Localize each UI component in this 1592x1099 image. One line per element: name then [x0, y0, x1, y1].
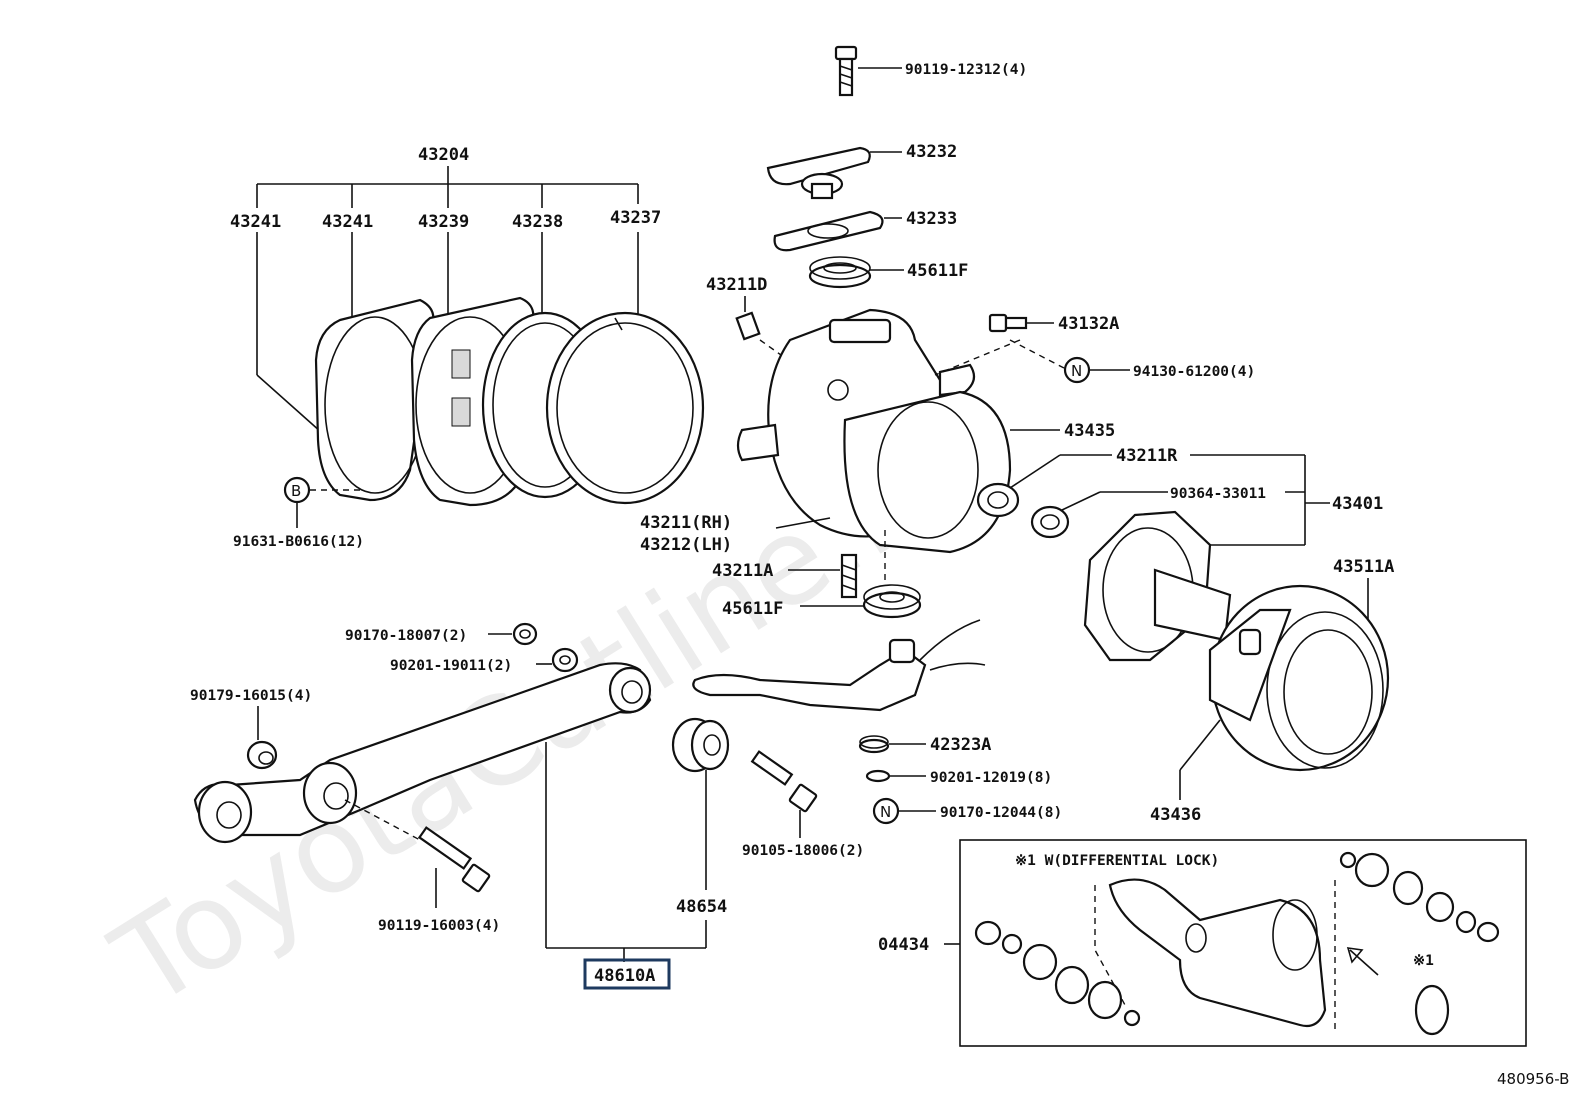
selected-part-highlight	[583, 958, 671, 990]
cap-43232-icon	[766, 146, 871, 200]
label-43435[interactable]: 43435	[1064, 421, 1115, 441]
gasket-43233-icon	[773, 210, 884, 252]
bolt-90119-12312-icon	[834, 45, 858, 97]
label-43211D[interactable]: 43211D	[706, 275, 767, 295]
label-43211R[interactable]: 43211R	[1116, 446, 1178, 466]
label-45611F-bottom[interactable]: 45611F	[722, 599, 783, 619]
label-43212-lh[interactable]: 43212(LH)	[640, 535, 732, 555]
label-43211A[interactable]: 43211A	[712, 561, 773, 581]
marker-b-icon	[283, 476, 311, 504]
label-94130-61200[interactable]: 94130-61200(4)	[1133, 364, 1255, 380]
spindle-43401-icon	[1083, 510, 1232, 662]
hub-43511A-icon	[1208, 584, 1390, 772]
bushing-90179-16015-icon	[246, 740, 278, 770]
label-90201-12019[interactable]: 90201-12019(8)	[930, 770, 1052, 786]
marker-n1-icon	[1063, 356, 1091, 384]
label-43241-a[interactable]: 43241	[230, 212, 281, 232]
label-90119-12312[interactable]: 90119-12312(4)	[905, 62, 1027, 78]
marker-n2-icon	[872, 797, 900, 825]
label-43211-rh[interactable]: 43211(RH)	[640, 513, 732, 533]
label-90179-16015[interactable]: 90179-16015(4)	[190, 688, 312, 704]
inset-seal-rings-left-icon	[974, 920, 1141, 1027]
marker-b-text: B	[291, 482, 301, 500]
washer-90201-19011-icon	[551, 647, 579, 673]
label-43241-b[interactable]: 43241	[322, 212, 373, 232]
nut-90170-18007-icon	[512, 622, 538, 646]
steering-arm-icon	[692, 619, 986, 712]
label-90119-16003[interactable]: 90119-16003(4)	[378, 918, 500, 934]
label-91631-B0616[interactable]: 91631-B0616(12)	[233, 534, 364, 550]
inset-title: ※1 W(DIFFERENTIAL LOCK)	[1015, 853, 1219, 869]
bolt-90119-16003-icon	[417, 826, 491, 893]
label-43232[interactable]: 43232	[906, 142, 957, 162]
lateral-rod-48610A-icon	[193, 662, 652, 844]
label-43237[interactable]: 43237	[610, 208, 661, 228]
label-43132A[interactable]: 43132A	[1058, 314, 1119, 334]
knuckle-43211-icon	[736, 308, 1012, 554]
bolt-90105-18006-icon	[750, 750, 818, 813]
label-43233[interactable]: 43233	[906, 209, 957, 229]
inset-gasket-icon	[1414, 984, 1450, 1036]
label-90201-19011[interactable]: 90201-19011(2)	[390, 658, 512, 674]
label-90170-18007[interactable]: 90170-18007(2)	[345, 628, 467, 644]
inset-frame	[959, 839, 1527, 1047]
differential-housing-icon	[1094, 878, 1336, 1030]
label-48654[interactable]: 48654	[676, 897, 727, 917]
bolt-43132A-icon	[988, 313, 1028, 333]
label-90105-18006[interactable]: 90105-18006(2)	[742, 843, 864, 859]
marker-n1-text: N	[1071, 362, 1082, 380]
label-43238[interactable]: 43238	[512, 212, 563, 232]
bearing-90364-33011-icon	[1030, 505, 1070, 539]
bushing-48654-icon	[671, 717, 730, 773]
label-43204[interactable]: 43204	[418, 145, 469, 165]
label-43401[interactable]: 43401	[1332, 494, 1383, 514]
label-90364-33011[interactable]: 90364-33011	[1170, 486, 1266, 502]
stud-43211A-icon	[840, 553, 858, 599]
bearing-45611F-top-icon	[808, 256, 872, 289]
label-04434[interactable]: 04434	[878, 935, 929, 955]
shim-43237-icon	[545, 311, 705, 505]
inset-seal-rings-right-icon	[1339, 851, 1500, 943]
figure-reference: 480956-B	[1497, 1070, 1569, 1088]
label-43436[interactable]: 43436	[1150, 805, 1201, 825]
bearing-45611F-bottom-icon	[862, 584, 922, 619]
label-45611F-top[interactable]: 45611F	[907, 261, 968, 281]
direction-arrow-icon	[1346, 947, 1379, 976]
washer-90201-12019-icon	[865, 769, 891, 783]
marker-n2-text: N	[880, 803, 891, 821]
label-43511A[interactable]: 43511A	[1333, 557, 1394, 577]
nut-42323A-icon	[858, 735, 890, 754]
label-42323A[interactable]: 42323A	[930, 735, 991, 755]
seal-43211R-icon	[976, 482, 1020, 518]
label-43239[interactable]: 43239	[418, 212, 469, 232]
label-90170-12044[interactable]: 90170-12044(8)	[940, 805, 1062, 821]
label-48610A[interactable]: 48610A	[594, 966, 655, 986]
stud-43211D-icon	[735, 311, 761, 341]
inset-note: ※1	[1413, 953, 1434, 969]
